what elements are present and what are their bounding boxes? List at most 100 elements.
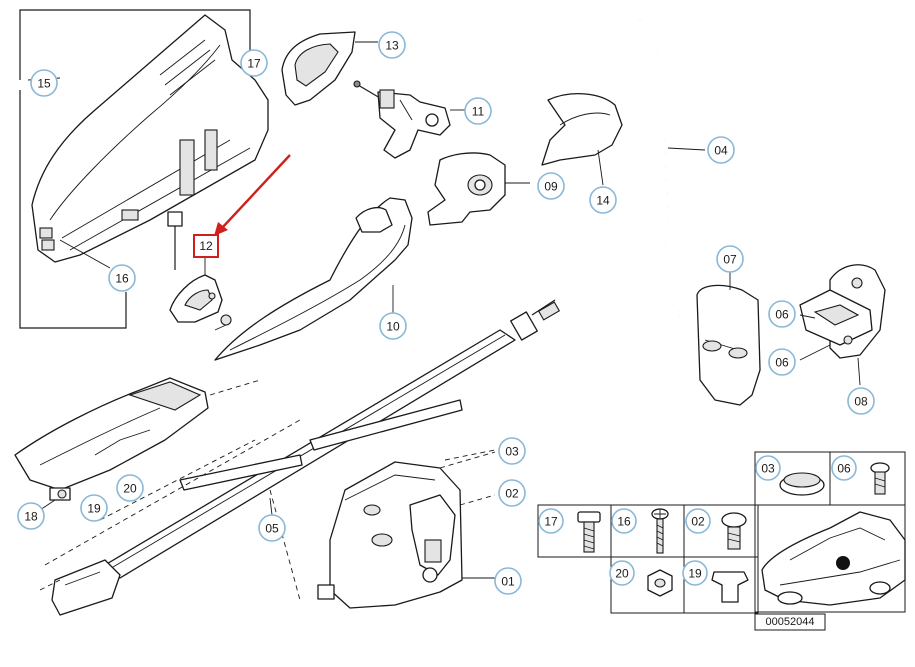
callout-03[interactable]: 03 [498, 437, 526, 465]
callout-circle [847, 387, 875, 415]
callout-label: 18 [24, 510, 38, 524]
part-12-handle-seal [169, 258, 223, 323]
part-07-striker-plate [696, 270, 761, 406]
callout-19[interactable]: 19 [682, 560, 708, 586]
part-05-release-cable [39, 299, 561, 616]
callout-label: 06 [775, 356, 789, 370]
fastener-legend-table: 00052044 [537, 451, 906, 631]
callout-10[interactable]: 10 [379, 312, 407, 340]
callout-06[interactable]: 06 [768, 300, 796, 328]
callout-label: 04 [714, 144, 728, 158]
screw-02-icon [721, 512, 747, 550]
callout-label: 06 [837, 462, 851, 476]
callout-label: 02 [691, 515, 705, 529]
callout-09[interactable]: 09 [537, 172, 565, 200]
callout-20[interactable]: 20 [609, 560, 635, 586]
callout-20[interactable]: 20 [116, 474, 144, 502]
callout-17[interactable]: 17 [240, 49, 268, 77]
callout-label: 17 [247, 57, 261, 71]
nut-20-icon [647, 569, 673, 597]
callout-circle [768, 348, 796, 376]
screw-16-icon [651, 508, 669, 554]
callout-label: 09 [544, 180, 558, 194]
callout-label: 06 [775, 308, 789, 322]
callout-01[interactable]: 01 [494, 567, 522, 595]
callout-14[interactable]: 14 [589, 186, 617, 214]
callout-13[interactable]: 13 [378, 31, 406, 59]
callout-circle [538, 508, 564, 534]
callout-label: 20 [615, 567, 629, 581]
callout-label: 11 [472, 105, 485, 119]
callout-label: 19 [87, 502, 101, 516]
callout-circle [378, 31, 406, 59]
car-location-icon [761, 511, 906, 606]
grommet-03-icon [779, 472, 825, 496]
callout-label: 03 [761, 462, 775, 476]
callout-circle [80, 494, 108, 522]
callout-12-label: 12 [199, 239, 213, 253]
callout-label: 16 [115, 272, 129, 286]
callout-04[interactable]: 04 [707, 136, 735, 164]
callout-06[interactable]: 06 [831, 455, 857, 481]
part-18-inner-handle [14, 377, 261, 521]
screw-17-icon [577, 511, 601, 553]
callout-circle [494, 567, 522, 595]
callout-circle [716, 245, 744, 273]
callout-label: 13 [385, 39, 399, 53]
part-15-handle-carrier [19, 9, 269, 329]
callout-06[interactable]: 06 [768, 348, 796, 376]
callout-label: 15 [37, 77, 51, 91]
callout-circle [498, 479, 526, 507]
callout-label: 07 [723, 253, 737, 267]
callout-circle [755, 455, 781, 481]
callout-02[interactable]: 02 [685, 508, 711, 534]
part-08-striker-bracket [799, 264, 886, 386]
callout-17[interactable]: 17 [538, 508, 564, 534]
callout-02[interactable]: 02 [498, 479, 526, 507]
callout-16[interactable]: 16 [108, 264, 136, 292]
callout-circle [707, 136, 735, 164]
callout-circle [831, 455, 857, 481]
callout-layer: 15 17 13 11 16 09 14 04 07 06 06 08 10 18 19 20 05 03 02 01 [17, 31, 875, 595]
callout-circle [589, 186, 617, 214]
part-13-handle-cover [281, 31, 378, 106]
highlight-arrow [214, 154, 291, 236]
callout-19[interactable]: 19 [80, 494, 108, 522]
callout-label: 08 [854, 395, 868, 409]
callout-07[interactable]: 07 [716, 245, 744, 273]
screw-06-icon [870, 462, 890, 495]
callout-15[interactable]: 15 [30, 69, 58, 97]
part-04-lock-rod [639, 8, 706, 316]
callout-16[interactable]: 16 [611, 508, 637, 534]
highlighted-callout-12[interactable]: 12 [193, 234, 219, 258]
callout-circle [17, 502, 45, 530]
callout-circle [498, 437, 526, 465]
legend-callout-layer: 03 06 17 16 02 20 19 [538, 455, 857, 586]
callout-03[interactable]: 03 [755, 455, 781, 481]
callout-11[interactable]: 11 [464, 97, 492, 125]
callout-circle [685, 508, 711, 534]
part-14-end-cap [541, 93, 623, 186]
callout-circle [30, 69, 58, 97]
callout-08[interactable]: 08 [847, 387, 875, 415]
callout-circle [379, 312, 407, 340]
callout-18[interactable]: 18 [17, 502, 45, 530]
part-09-key-bezel [427, 152, 530, 226]
callout-circle [768, 300, 796, 328]
part-01-door-lock [317, 449, 496, 609]
callout-label: 02 [505, 487, 519, 501]
document-id: 00052044 [766, 616, 815, 628]
callout-label: 14 [596, 194, 610, 208]
callout-circle [116, 474, 144, 502]
callout-05[interactable]: 05 [258, 514, 286, 542]
callout-circle [464, 97, 492, 125]
callout-label: 10 [386, 320, 400, 334]
callout-circle [240, 49, 268, 77]
callout-circle [258, 514, 286, 542]
callout-circle [611, 508, 637, 534]
callout-circle [537, 172, 565, 200]
part-11-lock-cylinder [353, 80, 465, 159]
callout-label: 05 [265, 522, 279, 536]
callout-label: 16 [617, 515, 631, 529]
